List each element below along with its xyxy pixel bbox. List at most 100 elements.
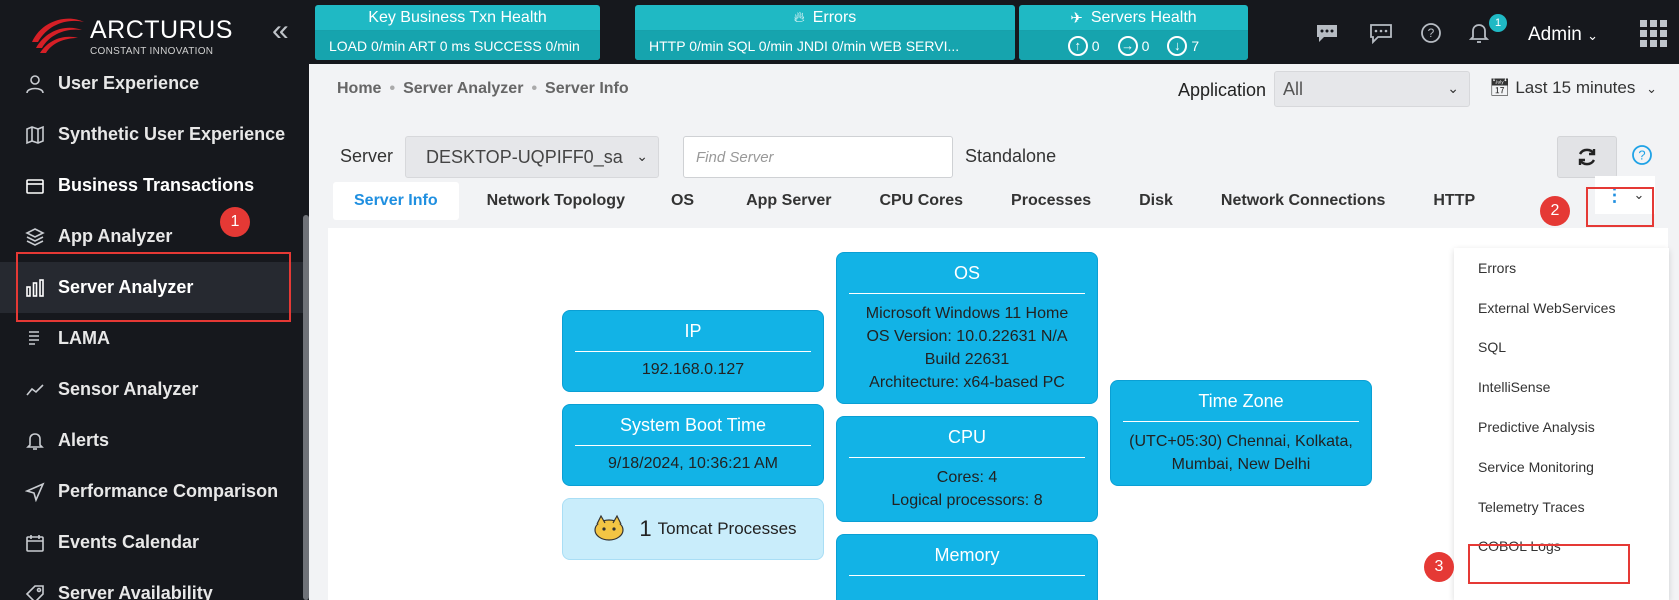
annotation-number-2: 2 [1540, 196, 1570, 226]
user-icon [24, 73, 46, 95]
time-range-picker[interactable]: 📅︎ Last 15 minutes ⌄ [1489, 78, 1657, 97]
help-icon[interactable]: ? [1631, 144, 1653, 172]
sidebar-item-events-calendar[interactable]: Events Calendar [0, 517, 309, 568]
time-zone-card: Time Zone (UTC+05:30) Chennai, Kolkata, … [1110, 380, 1372, 486]
breadcrumb-home[interactable]: Home [337, 80, 382, 97]
annotation-number-1: 1 [220, 207, 250, 237]
top-header: Key Business Txn Health LOAD 0/min ART 0… [309, 0, 1679, 64]
boot-time-value: 9/18/2024, 10:36:21 AM [608, 455, 778, 472]
sidebar-item-server-analyzer[interactable]: Server Analyzer [0, 262, 309, 313]
server-mode-label: Standalone [965, 146, 1057, 166]
sidebar-item-label: Events Calendar [58, 532, 200, 552]
ip-card: IP 192.168.0.127 [562, 310, 824, 392]
menu-item-intellisense[interactable]: IntelliSense [1478, 379, 1551, 396]
apps-grid-icon[interactable] [1640, 20, 1667, 47]
notification-badge: 1 [1489, 14, 1507, 32]
menu-item-telemetry-traces[interactable]: Telemetry Traces [1478, 498, 1585, 515]
card-title: CPU [849, 417, 1085, 458]
sidebar-item-app-analyzer[interactable]: App Analyzer [0, 211, 309, 262]
key-business-txn-widget[interactable]: Key Business Txn Health LOAD 0/min ART 0… [315, 5, 600, 60]
help-circle-icon[interactable]: ? [1420, 22, 1442, 50]
chevron-down-icon: ⌄ [1447, 80, 1459, 96]
arrow-down-circle-icon: ↓ [1167, 35, 1188, 56]
sidebar-item-sensor-analyzer[interactable]: Sensor Analyzer [0, 364, 309, 415]
fire-icon: 🔥︎ [793, 9, 805, 26]
sidebar-item-user-experience[interactable]: User Experience [0, 58, 309, 109]
card-title: System Boot Time [575, 405, 811, 446]
logo-swoosh-icon [32, 18, 84, 53]
menu-item-sql[interactable]: SQL [1478, 339, 1507, 356]
cpu-logical-processors: Logical processors: 8 [891, 492, 1043, 509]
sidebar-nav: User Experience Synthetic User Experienc… [0, 58, 309, 600]
os-card: OS Microsoft Windows 11 Home OS Version:… [836, 252, 1098, 404]
sidebar-item-label: LAMA [58, 328, 110, 348]
sidebar-item-label: Server Availability [58, 583, 213, 600]
tomcat-count: 1 [639, 516, 652, 541]
menu-item-cobol-logs[interactable]: COBOL Logs [1478, 538, 1561, 555]
send-icon [24, 481, 46, 503]
server-select[interactable]: DESKTOP-UQPIFF0_sa ⌄ [405, 136, 659, 178]
chevron-down-icon: ⌄ [1646, 81, 1657, 96]
sidebar-item-performance-comparison[interactable]: Performance Comparison [0, 466, 309, 517]
breadcrumb-server-analyzer[interactable]: Server Analyzer [403, 80, 524, 97]
bar-chart-icon [24, 277, 46, 299]
application-select[interactable]: All ⌄ [1274, 71, 1470, 107]
tab-os[interactable]: OS [670, 192, 695, 209]
list-icon [24, 328, 46, 350]
menu-item-service-monitoring[interactable]: Service Monitoring [1478, 458, 1594, 475]
chat-icon[interactable] [1315, 22, 1339, 50]
map-icon [24, 124, 46, 146]
tab-http[interactable]: HTTP [1433, 192, 1476, 209]
message-icon[interactable] [1369, 22, 1393, 50]
memory-card: Memory [836, 534, 1098, 600]
arrow-up-circle-icon: ↑ [1067, 35, 1088, 56]
servers-health-widget[interactable]: ✈ Servers Health ↑0 →0 ↓7 [1019, 5, 1248, 60]
folder-icon [24, 175, 46, 197]
sidebar-item-label: Alerts [58, 430, 110, 450]
collapse-sidebar-icon[interactable]: « [272, 14, 289, 47]
notification-bell-icon[interactable] [1468, 22, 1490, 50]
tab-processes[interactable]: Processes [1011, 192, 1092, 209]
breadcrumb: Home•Server Analyzer•Server Info [337, 80, 629, 97]
chevron-down-icon: ⌄ [1587, 28, 1599, 43]
sidebar-item-lama[interactable]: LAMA [0, 313, 309, 364]
user-menu[interactable]: Admin ⌄ [1528, 24, 1599, 45]
annotation-number-3: 3 [1424, 552, 1454, 582]
sidebar-item-server-availability[interactable]: Server Availability [0, 568, 309, 600]
sidebar-item-label: Sensor Analyzer [58, 379, 199, 399]
card-title: OS [849, 253, 1085, 294]
widget-title: Key Business Txn Health [315, 5, 600, 31]
sidebar-item-alerts[interactable]: Alerts [0, 415, 309, 466]
tab-network-topology[interactable]: Network Topology [486, 192, 625, 209]
tab-app-server[interactable]: App Server [746, 192, 832, 209]
more-vertical-icon: ⋮ [1605, 184, 1624, 205]
more-tabs-button[interactable]: ⋮ ⌄ [1595, 176, 1655, 214]
menu-item-external-webservices[interactable]: External WebServices [1478, 299, 1616, 316]
refresh-button[interactable] [1557, 136, 1617, 178]
widget-body: HTTP 0/min SQL 0/min JNDI 0/min WEB SERV… [635, 31, 1015, 60]
sidebar-item-synthetic-user-experience[interactable]: Synthetic User Experience [0, 109, 309, 160]
tomcat-processes-card[interactable]: 1 Tomcat Processes [562, 498, 824, 560]
os-build: Build 22631 [924, 351, 1010, 368]
cpu-card: CPU Cores: 4 Logical processors: 8 [836, 416, 1098, 522]
brand-logo[interactable]: ARCTURUS CONSTANT INNOVATION [28, 10, 278, 60]
time-zone-line-2: Mumbai, New Delhi [1171, 456, 1311, 473]
sidebar-item-business-transactions[interactable]: Business Transactions [0, 160, 309, 211]
find-server-input[interactable] [683, 136, 953, 178]
tab-disk[interactable]: Disk [1139, 192, 1173, 209]
main-content: Home•Server Analyzer•Server Info Applica… [309, 64, 1679, 600]
menu-item-errors[interactable]: Errors [1478, 259, 1517, 276]
sidebar-scrollbar[interactable] [303, 215, 309, 600]
tab-cpu-cores[interactable]: CPU Cores [879, 192, 964, 209]
application-label: Application [1178, 80, 1267, 100]
brand-name: ARCTURUS [90, 16, 233, 44]
menu-item-predictive-analysis[interactable]: Predictive Analysis [1478, 419, 1595, 436]
layers-icon [24, 226, 46, 248]
errors-widget[interactable]: 🔥︎ Errors HTTP 0/min SQL 0/min JNDI 0/mi… [635, 5, 1015, 60]
tab-network-connections[interactable]: Network Connections [1220, 192, 1386, 209]
boot-time-card: System Boot Time 9/18/2024, 10:36:21 AM [562, 404, 824, 486]
tab-server-info[interactable]: Server Info [333, 182, 459, 220]
sidebar-item-label: App Analyzer [58, 226, 173, 246]
time-zone-line-1: (UTC+05:30) Chennai, Kolkata, [1129, 433, 1353, 450]
more-tabs-menu: Errors External WebServices SQL IntelliS… [1454, 248, 1669, 600]
